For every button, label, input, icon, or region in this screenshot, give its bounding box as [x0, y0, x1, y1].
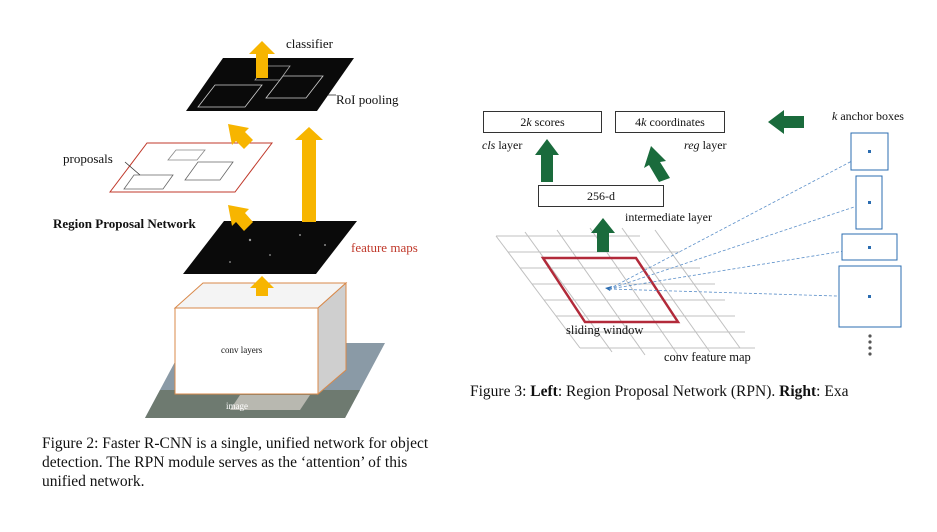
green-arrow-up-icon: [591, 218, 615, 252]
yellow-arrow-to-roi-icon: [295, 127, 323, 222]
yellow-arrow-to-proposals-icon: [228, 205, 253, 231]
image-label: image: [226, 401, 248, 411]
figure-3-caption: Figure 3: Left: Region Proposal Network …: [470, 383, 849, 400]
window-center-marker: [605, 286, 612, 291]
reg-layer-label: reg layer: [684, 138, 727, 152]
green-arrow-left-icon: [768, 110, 804, 134]
anchor-dashed-lines: [608, 151, 870, 298]
proposals-label: proposals: [63, 151, 113, 166]
vertical-ellipsis-icon: [868, 334, 872, 356]
rpn-label: Region Proposal Network: [53, 216, 196, 231]
conv-feature-map-label: conv feature map: [664, 350, 751, 364]
roi-pooling-label: RoI pooling: [336, 92, 399, 107]
coordinates-box: 4k coordinates: [615, 111, 725, 133]
green-arrow-to-cls-icon: [535, 139, 559, 182]
anchor-boxes-label: k anchor boxes: [832, 109, 904, 123]
intermediate-layer-label: intermediate layer: [625, 210, 712, 224]
anchor-center-dots: [868, 150, 871, 298]
sliding-window-label: sliding window: [566, 323, 644, 337]
conv-layers-label: conv layers: [221, 345, 263, 355]
yellow-arrow-proposals-to-roi-icon: [228, 124, 253, 149]
feature-maps-label: feature maps: [351, 240, 418, 255]
scores-box: 2k scores: [483, 111, 602, 133]
feature-maps-plane: [183, 221, 357, 274]
256d-box: 256-d: [538, 185, 664, 207]
proposals-leader-line: [124, 161, 141, 176]
cls-layer-label: cls layer: [482, 138, 523, 152]
green-arrow-to-reg-icon: [644, 146, 670, 182]
roi-pooling-plane: [186, 58, 354, 111]
yellow-arrow-up-icon: [250, 276, 274, 296]
figure-2-caption: Figure 2: Faster R-CNN is a single, unif…: [42, 435, 429, 490]
proposals-plane: [108, 142, 274, 193]
sliding-window-rect: [540, 256, 681, 324]
yellow-arrow-to-classifier-icon: [249, 41, 275, 78]
classifier-label: classifier: [286, 36, 333, 51]
